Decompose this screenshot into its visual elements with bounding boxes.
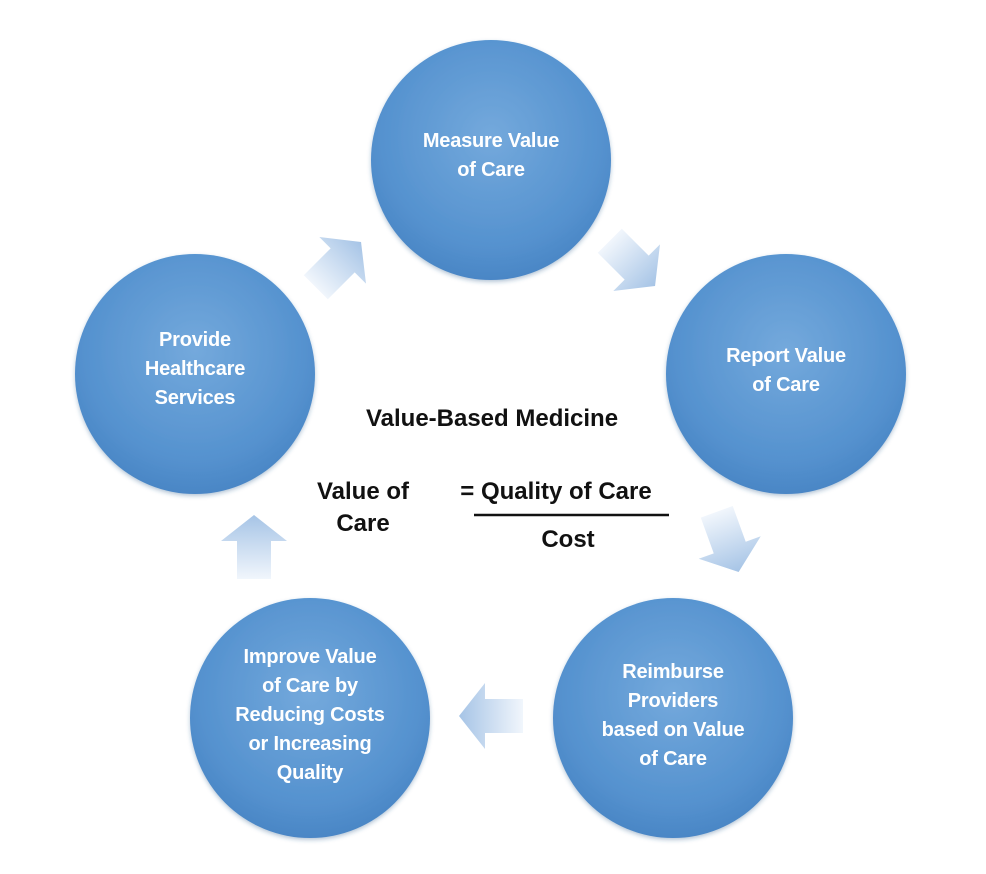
node-label-measure-line-2: of Care	[457, 159, 525, 181]
node-circle-improve	[190, 598, 430, 838]
arrow-reimburse-to-improve-icon	[459, 683, 523, 749]
node-circle-report	[666, 254, 906, 494]
value-formula: Value of Care = Quality of Care Cost	[317, 478, 669, 553]
node-circle-reimburse	[553, 598, 793, 838]
node-label-improve-line-3: Reducing Costs	[235, 704, 385, 726]
node-improve: Improve Value of Care by Reducing Costs or …	[190, 598, 430, 838]
node-measure: Measure Value of Care	[371, 40, 611, 280]
formula-lhs-line2: Care	[336, 510, 389, 537]
node-label-report-line-2: of Care	[752, 374, 820, 396]
arrow-improve-to-provide-icon	[221, 515, 287, 579]
arrow-provide-to-measure-icon	[303, 237, 366, 300]
formula-lhs-line1: Value of	[317, 478, 410, 505]
cycle-arrows	[221, 228, 761, 749]
node-label-report-line-1: Report Value	[726, 345, 846, 367]
node-circle-measure	[371, 40, 611, 280]
node-label-provide-line-3: Services	[155, 387, 236, 409]
node-label-improve-line-5: Quality	[277, 762, 344, 784]
node-label-measure-line-1: Measure Value	[423, 130, 559, 152]
node-label-improve-line-2: of Care by	[262, 675, 359, 697]
node-label-reimburse-line-4: of Care	[639, 748, 707, 770]
node-report: Report Value of Care	[666, 254, 906, 494]
formula-denominator: Cost	[541, 526, 594, 553]
arrow-measure-to-report-icon	[597, 228, 660, 291]
node-label-provide-line-1: Provide	[159, 329, 231, 351]
node-label-reimburse-line-2: Providers	[628, 690, 719, 712]
node-label-reimburse-line-3: based on Value	[602, 719, 745, 741]
diagram-title: Value-Based Medicine	[366, 405, 618, 432]
node-label-improve-line-1: Improve Value	[243, 646, 376, 668]
node-label-improve-line-4: or Increasing	[249, 733, 372, 755]
node-circle-provide	[75, 254, 315, 494]
arrow-report-to-reimburse-icon	[698, 505, 761, 572]
node-label-reimburse-line-1: Reimburse	[622, 661, 724, 683]
formula-numerator: = Quality of Care	[460, 478, 651, 505]
node-label-provide-line-2: Healthcare	[145, 358, 245, 380]
